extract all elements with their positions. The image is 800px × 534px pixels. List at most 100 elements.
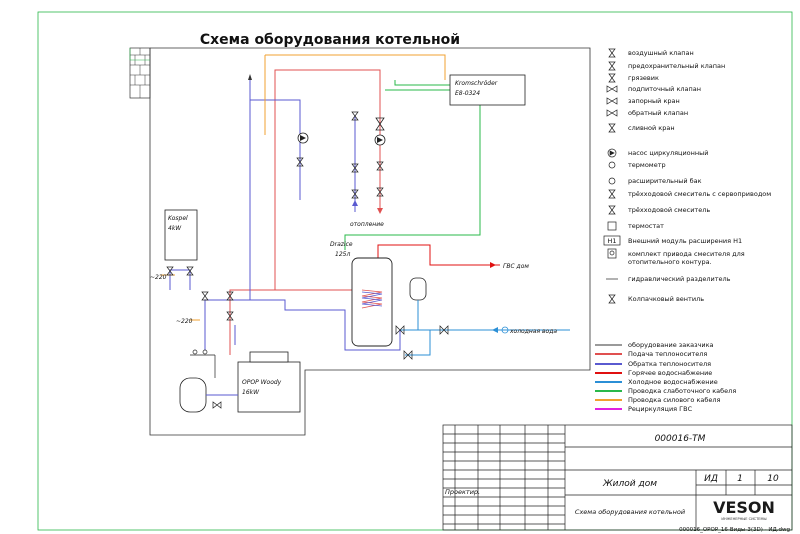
legend-line-row: Горячее водоснабжение: [595, 369, 712, 377]
legend-symbol-label: грязевик: [628, 74, 659, 82]
legend-line-label: Проводка силового кабеля: [628, 396, 721, 404]
electric-boiler: Kospel 4kW: [164, 209, 198, 261]
dhw-expansion-tank: [409, 277, 427, 330]
legend-symbol-label: трёхходовой смеситель: [628, 206, 710, 214]
thermostat-icon: [607, 221, 617, 231]
check-valve-icon: [606, 109, 618, 117]
expansion-tank: [179, 377, 238, 413]
controller-code: E8-0324: [455, 90, 480, 97]
legend-line-row: Рециркуляция ГВС: [595, 405, 693, 413]
hot-water-label: ГВС дом: [503, 263, 529, 270]
controller-box: Kromschröder E8-0324: [449, 74, 526, 106]
circulation-pump-2: [374, 134, 386, 146]
shutoff-valves: [166, 111, 449, 409]
legend-line-row: Проводка слаботочного кабеля: [595, 387, 736, 395]
legend-symbol-row: трёхходовой смеситель: [608, 205, 710, 215]
legend-symbol-label: Колпачковый вентиль: [628, 295, 704, 303]
solid-fuel-boiler: ОРОР Woody 16kW: [237, 351, 301, 413]
legend-symbol-row: трёхходовой смеситель с сервоприводом: [608, 189, 771, 199]
legend-symbol-row: запорный кран: [606, 97, 680, 105]
legend-symbol-row: расширительный бак: [608, 177, 702, 185]
legend-symbol-label: запорный кран: [628, 97, 680, 105]
legend-line-label: Холодное водоснабжение: [628, 378, 718, 386]
water-heater-volume: 125л: [335, 251, 350, 258]
electric-boiler-power: 4kW: [168, 225, 182, 232]
legend-symbol-label: Внешний модуль расширения H1: [628, 237, 742, 245]
stamp-object: Жилой дом: [602, 479, 657, 489]
drain-valve-icon: [608, 123, 616, 133]
legend-symbol-label: воздушный клапан: [628, 49, 694, 57]
legend-symbol-label: термостат: [628, 222, 664, 230]
cold-water-label: холодная вода: [509, 328, 557, 335]
legend-symbol-label: расширительный бак: [628, 177, 702, 185]
thermometer-icon: [608, 161, 616, 169]
servo-mixer-icon: [608, 189, 616, 199]
legend-line-row: Проводка силового кабеля: [595, 396, 721, 404]
legend-symbol-row: Колпачковый вентиль: [608, 294, 704, 304]
legend-symbol-row: гидравлический разделитель: [606, 275, 731, 283]
legend-symbol-row: сливной кран: [608, 123, 675, 133]
electric-boiler-name: Kospel: [168, 215, 188, 222]
stamp-sheets: 10: [767, 474, 779, 484]
three-way-mixer: [375, 117, 385, 131]
circulation-pump-1: [297, 132, 309, 144]
mud-trap-icon: [608, 73, 616, 83]
power-label-b: ~220: [176, 318, 193, 325]
sheet-frame: [37, 11, 793, 531]
legend-symbol-row: грязевик: [608, 73, 659, 83]
company-subtitle: ИНЖЕНЕРНЫЕ СИСТЕМЫ: [721, 517, 766, 521]
power-label-a: ~220: [150, 274, 167, 281]
cold-water-meter: [501, 326, 509, 334]
heating-label: отопление: [350, 221, 384, 228]
room-outline: [149, 47, 591, 436]
legend-symbol-label: комплект привода смесителя для: [628, 250, 745, 258]
legend-line-label: Подача теплоносителя: [628, 350, 707, 358]
water-heater-name: Drazice: [330, 241, 353, 248]
legend-symbol-label: обратный клапан: [628, 109, 688, 117]
legend-symbol-label: предохранительный клапан: [628, 62, 725, 70]
legend-line-row: Обратка теплоносителя: [595, 360, 711, 368]
legend-line-row: оборудование заказчика: [595, 341, 714, 349]
legend-symbol-label: сливной кран: [628, 124, 675, 132]
legend-symbol-label: отопительного контура.: [628, 258, 712, 266]
file-name: 000016_ОРОР_16-Виды-3(3D) - ИД.dwg: [679, 527, 790, 533]
legend-symbol-row: термометр: [608, 161, 666, 169]
cold-water-arrow: [492, 327, 498, 333]
air-valve-icon: [608, 48, 616, 58]
heating-arrows: [248, 74, 383, 214]
stamp-stage-label: Проектир.: [445, 488, 480, 496]
controller-model: Kromschröder: [455, 80, 498, 87]
solid-boiler-power: 16kW: [242, 389, 260, 396]
hot-water-arrow: [490, 262, 496, 268]
makeup-valve-icon: [606, 85, 618, 93]
h1-module-icon: [603, 235, 621, 246]
stamp-sheet: 1: [737, 474, 743, 484]
legend-symbol-label: трёхходовой смеситель с сервоприводом: [628, 190, 771, 198]
legend-symbol-row: комплект привода смесителя дляотопительн…: [607, 248, 745, 266]
company-logo: VESON: [713, 498, 775, 517]
legend-line-label: Проводка слаботочного кабеля: [628, 387, 736, 395]
legend-line-label: Обратка теплоносителя: [628, 360, 711, 368]
safety-group: [190, 349, 216, 378]
legend-symbol-label: подпиточный клапан: [628, 85, 701, 93]
stamp-doc-code: 000016-ТМ: [655, 434, 706, 444]
cap-valve-icon: [608, 294, 616, 304]
legend-symbol-row: термостат: [607, 221, 664, 231]
circulation-pump-icon: [607, 148, 617, 158]
solid-boiler-name: ОРОР Woody: [242, 379, 282, 386]
legend-symbol-label: насос циркуляционный: [628, 149, 709, 157]
legend-symbol-row: предохранительный клапан: [608, 61, 725, 71]
legend-line-row: Подача теплоносителя: [595, 350, 707, 358]
legend-symbol-row: обратный клапан: [606, 109, 688, 117]
legend-symbols: воздушный клапан предохранительный клапан…: [603, 48, 771, 304]
legend-symbol-label: гидравлический разделитель: [628, 275, 731, 283]
mixer-drive-kit-icon: [607, 248, 617, 259]
legend-line-label: Горячее водоснабжение: [628, 369, 712, 377]
legend-symbol-row: воздушный клапан: [608, 48, 694, 58]
stamp-sheet-title: Схема оборудования котельной: [575, 508, 685, 516]
diagram-title: Схема оборудования котельной: [200, 32, 460, 48]
legend-symbol-row: насос циркуляционный: [607, 148, 709, 158]
